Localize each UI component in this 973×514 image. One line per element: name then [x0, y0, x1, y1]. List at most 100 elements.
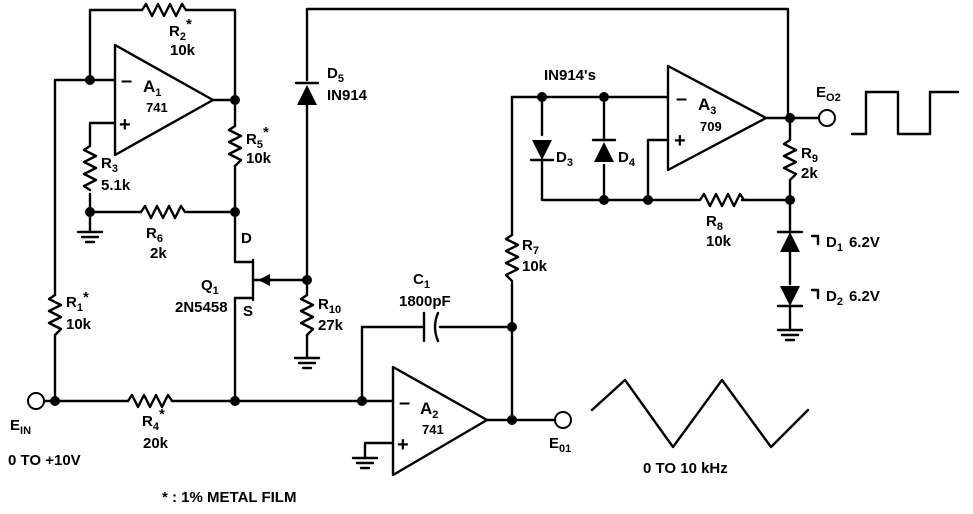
label-d4: D4 — [618, 149, 636, 169]
resistor-r7 — [504, 233, 520, 283]
label-a3: A3 — [698, 95, 716, 117]
label-r9: R9 — [801, 145, 818, 165]
diode-d2 — [780, 286, 800, 306]
wire-a1-feedback — [88, 8, 237, 102]
diode-d3 — [532, 140, 552, 160]
junction — [537, 92, 547, 102]
junctions — [50, 75, 795, 425]
a2-minus-sign: – — [399, 392, 410, 414]
wire-a2-out — [485, 95, 514, 422]
grounds — [76, 230, 804, 470]
resistor-r5 — [227, 124, 243, 168]
wire-a2-in — [360, 325, 514, 403]
junction — [785, 113, 795, 123]
junction — [785, 195, 795, 205]
junction — [230, 95, 240, 105]
label-ein: EIN — [10, 417, 31, 437]
a2-plus-sign: + — [397, 434, 409, 456]
junction — [230, 396, 240, 406]
junction — [302, 275, 312, 285]
value-r4: 20k — [143, 435, 169, 452]
wire-a2-plus — [363, 441, 395, 460]
value-r3: 5.1k — [101, 177, 131, 194]
part-a2: 741 — [422, 422, 444, 437]
label-r2: R2* — [169, 16, 192, 43]
junction — [599, 195, 609, 205]
junction — [230, 207, 240, 217]
label-r3: R3 — [101, 155, 118, 175]
ein-range: 0 TO +10V — [8, 452, 81, 469]
part-a3: 709 — [700, 119, 722, 134]
value-r2: 10k — [170, 42, 196, 59]
label-eo1: E01 — [549, 435, 571, 455]
triangle-frequency-range: 0 TO 10 kHz — [643, 460, 728, 477]
junction — [85, 75, 95, 85]
terminal-ein — [27, 392, 45, 410]
wire-d3d4 — [510, 95, 792, 202]
junction — [507, 322, 517, 332]
resistor-r4 — [126, 393, 174, 409]
opamp-pins: – + – + – + — [119, 70, 687, 456]
ground-a2 — [351, 456, 379, 470]
label-r4: R4* — [142, 406, 165, 433]
label-r10: R10 — [318, 296, 341, 316]
resistor-r3 — [82, 144, 98, 192]
value-c1: 1800pF — [399, 293, 451, 310]
junction — [85, 207, 95, 217]
a1-plus-sign: + — [119, 114, 131, 136]
label-r1: R1* — [66, 289, 89, 314]
part-d5: IN914 — [327, 87, 368, 104]
ground-d2 — [776, 328, 804, 342]
label-a2: A2 — [420, 399, 438, 421]
value-r9: 2k — [801, 165, 818, 182]
terminal-eo1 — [554, 411, 572, 429]
label-d3-d4-part: IN914's — [544, 67, 596, 84]
zener-mark-d2 — [810, 288, 820, 300]
junction — [50, 396, 60, 406]
value-r10: 27k — [318, 317, 344, 334]
resistor-r2 — [140, 2, 188, 18]
square-wave — [850, 90, 960, 136]
opamps — [113, 43, 768, 477]
label-d3: D3 — [556, 149, 573, 169]
label-q1: Q1 — [201, 277, 219, 297]
capacitor-c1 — [422, 311, 440, 343]
junction — [643, 195, 653, 205]
value-r8: 10k — [706, 233, 732, 250]
label-r6: R6 — [146, 225, 163, 245]
part-a1: 741 — [146, 100, 168, 115]
resistor-r8 — [698, 192, 746, 208]
resistors — [47, 2, 798, 409]
labels: R2* 10k A1 741 R3 5.1k R5* 10k R6 2k Q1 … — [8, 16, 880, 506]
label-a1: A1 — [143, 77, 161, 99]
diode-d1 — [780, 232, 800, 252]
value-r6: 2k — [150, 245, 167, 262]
junction — [357, 396, 367, 406]
junction — [507, 415, 517, 425]
resistor-r1 — [47, 293, 63, 337]
a1-minus-sign: – — [121, 70, 132, 92]
q1-source-label: S — [243, 303, 253, 320]
junction — [599, 92, 609, 102]
diode-d5 — [297, 85, 317, 105]
wires — [42, 7, 821, 460]
label-r7: R7 — [522, 237, 539, 257]
wire-d5 — [305, 7, 790, 403]
value-r1: 10k — [66, 316, 92, 333]
diode-d4 — [594, 142, 614, 162]
zener-mark-d1 — [810, 234, 820, 246]
opamp-a2 — [391, 365, 489, 477]
resistor-r6 — [139, 204, 187, 220]
label-r8: R8 — [706, 213, 723, 233]
value-r5: 10k — [246, 150, 272, 167]
label-c1: C1 — [413, 271, 430, 291]
a3-minus-sign: – — [676, 88, 687, 110]
opamp-a3 — [666, 64, 768, 172]
value-r7: 10k — [522, 258, 548, 275]
label-r5: R5* — [246, 124, 269, 151]
opamp-a1 — [113, 43, 215, 157]
wire-gate — [263, 278, 309, 360]
diodes — [294, 81, 820, 308]
